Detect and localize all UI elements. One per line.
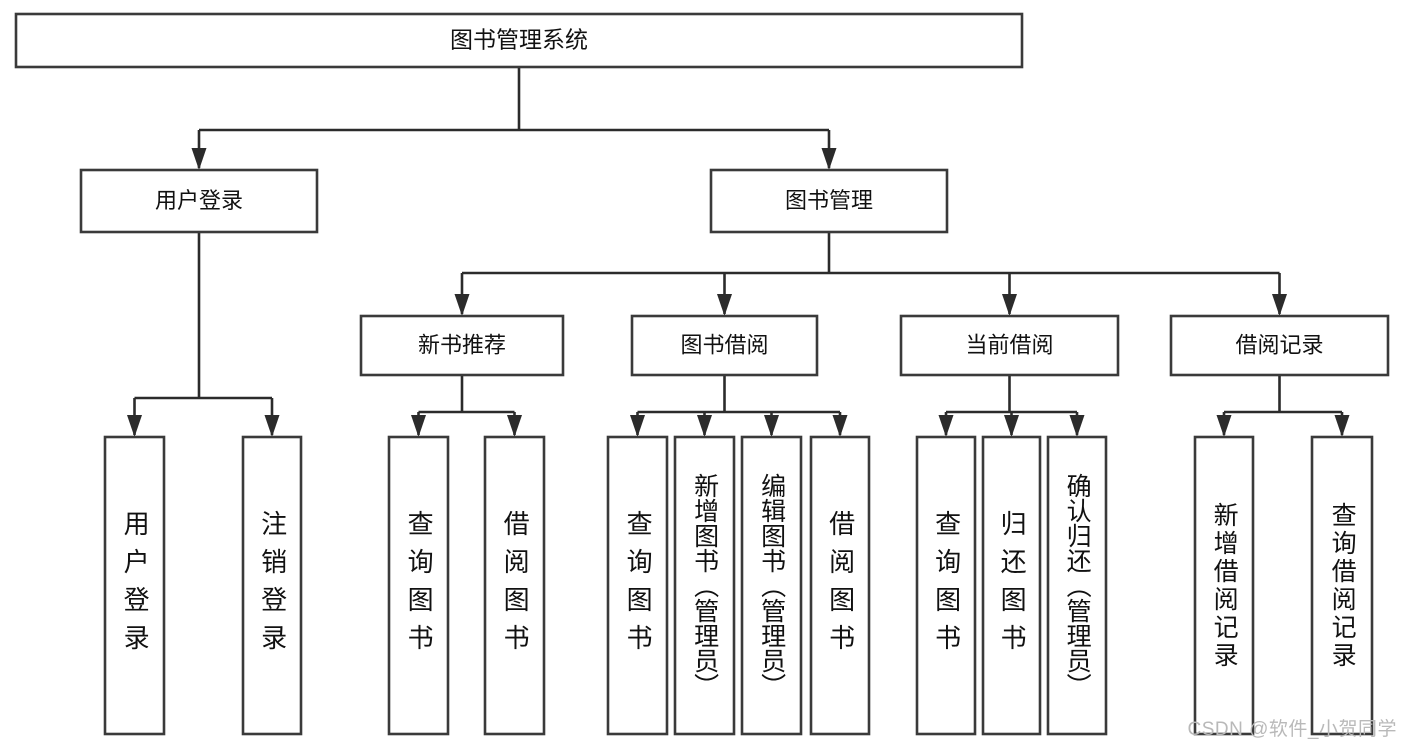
node-box-leaf-2[interactable]: [387, 435, 450, 736]
arrow-leaf-3-1: [1004, 415, 1019, 437]
arrow-leaf-4-1: [1334, 415, 1350, 437]
arrow-leaf-0-0: [127, 415, 142, 437]
node-box-level3-0[interactable]: [359, 314, 565, 377]
node-box-level3-3[interactable]: [1169, 314, 1390, 377]
arrow-leaf-1-1: [507, 415, 522, 437]
arrow-leaf-4-0: [1216, 415, 1232, 437]
node-box-leaf-4[interactable]: [606, 435, 669, 736]
node-box-leaf-0[interactable]: [103, 435, 166, 736]
node-box-leaf-9[interactable]: [981, 435, 1042, 736]
arrow-leaf-1-0: [411, 415, 426, 437]
node-label-level3-2: 当前借阅: [965, 332, 1053, 357]
node-label-level3-3: 借阅记录: [1235, 332, 1323, 357]
node-label-level3-1: 图书借阅: [680, 332, 768, 357]
arrow-level2-0: [191, 148, 207, 170]
node-label-level2-1: 图书管理: [785, 188, 873, 213]
node-label-level3-0: 新书推荐: [418, 332, 506, 357]
csdn-watermark: CSDN @软件_小贺同学: [1187, 719, 1397, 740]
connectors-layer: [127, 67, 1350, 437]
node-box-leaf-1[interactable]: [241, 435, 303, 736]
arrow-level3-2: [1002, 294, 1017, 316]
arrow-leaf-3-2: [1069, 415, 1085, 437]
arrow-level3-3: [1272, 294, 1287, 316]
arrow-level3-0: [454, 294, 470, 316]
arrow-level2-1: [821, 148, 837, 170]
arrow-leaf-2-3: [832, 415, 848, 437]
node-box-leaf-11[interactable]: [1193, 435, 1255, 736]
node-box-leaf-12[interactable]: [1310, 435, 1374, 736]
arrow-leaf-2-1: [697, 415, 712, 437]
node-box-level2-1[interactable]: [709, 168, 949, 234]
node-box-level3-1[interactable]: [630, 314, 819, 377]
node-box-root[interactable]: [14, 12, 1024, 69]
node-box-leaf-10[interactable]: [1046, 435, 1108, 736]
arrow-leaf-3-0: [938, 415, 954, 437]
node-box-leaf-8[interactable]: [915, 435, 977, 736]
arrow-leaf-0-1: [264, 415, 280, 437]
node-box-level3-2[interactable]: [899, 314, 1120, 377]
node-box-leaf-3[interactable]: [483, 435, 546, 736]
node-label-level2-0: 用户登录: [155, 188, 243, 213]
node-box-level2-0[interactable]: [79, 168, 319, 234]
boxes-layer: [14, 12, 1390, 736]
node-box-leaf-7[interactable]: [809, 435, 871, 736]
arrow-leaf-2-0: [630, 415, 645, 437]
arrow-level3-1: [717, 294, 732, 316]
node-label-root: 图书管理系统: [450, 27, 588, 53]
node-box-leaf-6[interactable]: [740, 435, 803, 736]
arrow-leaf-2-2: [764, 415, 779, 437]
node-box-leaf-5[interactable]: [673, 435, 736, 736]
